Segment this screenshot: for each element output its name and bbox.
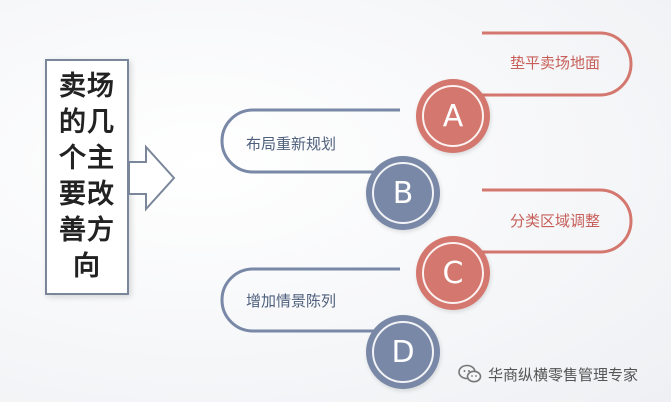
item-c-circle: C	[416, 236, 490, 310]
item-b-label: 布局重新规划	[246, 135, 337, 153]
connector-d	[220, 267, 400, 333]
item-d-label: 增加情景陈列	[246, 292, 337, 310]
item-d-letter: D	[391, 334, 415, 370]
item-b-letter: B	[392, 175, 414, 211]
item-a-circle: A	[416, 79, 490, 153]
connector-a	[482, 31, 633, 97]
watermark: 华商纵横零售管理专家	[458, 360, 638, 388]
item-b-circle: B	[366, 156, 440, 230]
item-a-letter: A	[442, 98, 464, 134]
connector-c	[482, 188, 633, 254]
item-d-circle: D	[366, 315, 440, 389]
watermark-text: 华商纵横零售管理专家	[488, 365, 639, 384]
title-box: 卖场的几个主要改善方向	[45, 59, 129, 295]
right-arrow-icon	[128, 144, 176, 212]
wechat-icon	[458, 364, 482, 383]
item-c-letter: C	[442, 255, 464, 291]
item-a-label: 垫平卖场地面	[510, 54, 601, 72]
item-c-label: 分类区域调整	[510, 212, 601, 230]
diagram-title: 卖场的几个主要改善方向	[59, 71, 115, 282]
connector-b	[220, 108, 400, 174]
